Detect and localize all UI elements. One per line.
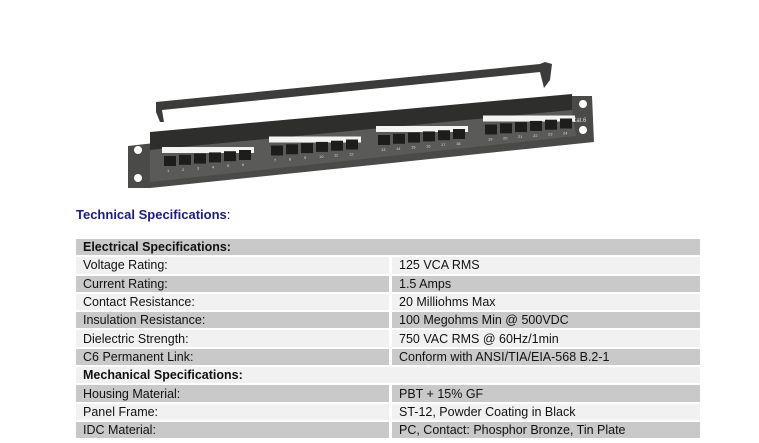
table-row: Contact Resistance:20 Milliohms Max — [76, 293, 700, 311]
rj45-port — [560, 118, 572, 129]
table-row: Housing Material:PBT + 15% GF — [76, 385, 700, 402]
rj45-port — [545, 119, 557, 130]
table-row: Panel Frame:ST-12, Powder Coating in Bla… — [76, 403, 700, 420]
spec-value: 1.5 Amps — [389, 275, 700, 292]
port-number: 18 — [456, 141, 461, 146]
port-number: 5 — [227, 163, 230, 168]
port-number: 17 — [441, 142, 446, 147]
rj45-port — [164, 156, 176, 166]
rj45-port — [271, 145, 283, 156]
rj45-port — [209, 152, 221, 163]
label-strip — [376, 126, 468, 132]
port-number: 21 — [518, 134, 523, 139]
port-number: 2 — [182, 167, 185, 172]
port-number: 19 — [488, 137, 493, 142]
spec-label: Current Rating: — [76, 275, 389, 292]
port-number: 11 — [334, 153, 339, 158]
rj45-port — [194, 153, 206, 164]
port-number: 3 — [197, 166, 200, 171]
label-strip — [162, 147, 254, 153]
rj45-port — [423, 131, 435, 142]
port-number: 15 — [411, 145, 416, 150]
cat6-label: Cat.6 — [572, 118, 587, 124]
spec-value: 100 Megohms Min @ 500VDC — [389, 312, 700, 329]
rj45-port — [500, 123, 512, 134]
section-heading: Electrical Specifications: — [76, 239, 700, 256]
port-number: 13 — [381, 147, 386, 152]
port-number: 1 — [167, 168, 170, 173]
section-heading: Mechanical Specifications: — [76, 367, 700, 384]
rj45-port — [316, 141, 328, 152]
rj45-port — [224, 151, 236, 162]
label-strip — [269, 136, 361, 143]
port-number: 7 — [274, 158, 277, 163]
spec-label: Contact Resistance: — [76, 293, 389, 311]
table-row: IDC Material:PC, Contact: Phosphor Bronz… — [76, 421, 700, 439]
rj45-port — [408, 132, 420, 143]
rj45-port — [286, 144, 298, 155]
port-number: 14 — [396, 146, 401, 151]
spec-label: Housing Material: — [76, 385, 389, 402]
spec-value: 125 VCA RMS — [389, 257, 700, 274]
spec-value: 750 VAC RMS @ 60Hz/1min — [389, 330, 700, 347]
rj45-port — [346, 139, 358, 150]
section-header: Mechanical Specifications: — [76, 367, 700, 384]
spec-label: C6 Permanent Link: — [76, 348, 389, 366]
rj45-port — [453, 129, 465, 139]
table-row: Current Rating:1.5 Amps — [76, 275, 700, 292]
spec-value: PC, Contact: Phosphor Bronze, Tin Plate — [389, 421, 700, 439]
port-number: 20 — [503, 135, 508, 140]
port-number: 23 — [548, 132, 553, 137]
rj45-port — [331, 140, 343, 151]
port-number: 9 — [304, 155, 307, 160]
page-title: Technical Specifications: — [76, 207, 230, 222]
rj45-port — [179, 154, 191, 165]
table-row: Insulation Resistance:100 Megohms Min @ … — [76, 312, 700, 329]
rj45-port — [530, 120, 542, 131]
label-strip — [483, 115, 575, 122]
rj45-port — [515, 122, 527, 133]
spec-label: Voltage Rating: — [76, 257, 389, 274]
spec-value: PBT + 15% GF — [389, 385, 700, 402]
title-colon: : — [226, 207, 231, 222]
rj45-port — [485, 124, 497, 135]
port-number: 16 — [426, 143, 431, 148]
title-text: Technical Specifications — [76, 207, 227, 222]
port-number: 22 — [533, 133, 538, 138]
port-number: 8 — [289, 156, 292, 161]
rj45-port — [301, 143, 313, 154]
port-number: 6 — [242, 162, 245, 167]
rj45-port — [239, 150, 251, 160]
rj45-port — [393, 133, 405, 144]
spec-value: Conform with ANSI/TIA/EIA-568 B.2-1 — [389, 348, 700, 366]
spec-value: ST-12, Powder Coating in Black — [389, 403, 700, 420]
port-number: 4 — [212, 164, 215, 169]
rj45-port — [438, 130, 450, 141]
table-row: C6 Permanent Link:Conform with ANSI/TIA/… — [76, 348, 700, 366]
spec-label: Panel Frame: — [76, 403, 389, 420]
rj45-port — [378, 135, 390, 145]
spec-label: Insulation Resistance: — [76, 312, 389, 329]
cable-management-bar — [156, 62, 552, 122]
spec-value: 20 Milliohms Max — [389, 293, 700, 311]
table-row: Voltage Rating:125 VCA RMS — [76, 257, 700, 274]
spec-label: IDC Material: — [76, 421, 389, 439]
port-number: 24 — [563, 131, 568, 136]
port-number: 12 — [349, 152, 354, 157]
port-number: 10 — [319, 154, 324, 159]
table-row: Dielectric Strength:750 VAC RMS @ 60Hz/1… — [76, 330, 700, 347]
spec-table: Electrical Specifications:Voltage Rating… — [76, 237, 700, 440]
section-header: Electrical Specifications: — [76, 239, 700, 256]
spec-label: Dielectric Strength: — [76, 330, 389, 347]
